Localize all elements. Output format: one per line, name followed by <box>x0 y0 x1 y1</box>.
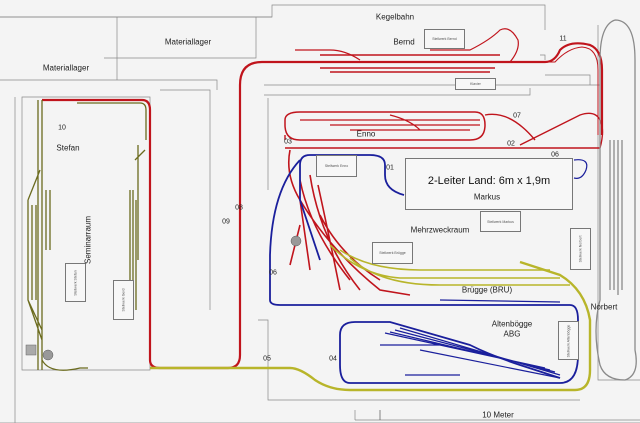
grey-track-network <box>595 19 637 381</box>
turntable-icon <box>290 235 302 247</box>
station-markus: Markus <box>473 192 501 202</box>
stellwerk-gerd-box: Stellwerk Gerd <box>113 280 134 320</box>
box-label: Stellwerk Bernd <box>432 37 457 41</box>
box-label: Stellwerk Markus <box>487 219 514 224</box>
segment-number: 11 <box>559 35 567 43</box>
box-label: Stellwerk Norbert <box>578 235 583 263</box>
station-altenboegge-code: ABG <box>503 329 521 339</box>
segment-number: 06 <box>551 151 559 159</box>
segment-number: 02 <box>507 140 515 148</box>
box-label: Stellwerk Enno <box>324 164 349 168</box>
segment-number: 04 <box>329 355 337 363</box>
room-label-kegelbahn: Kegelbahn <box>375 12 415 22</box>
station-stefan: Stefan <box>56 143 80 153</box>
klavier-box: Klavier <box>455 78 496 90</box>
segment-number: 10 <box>58 124 66 132</box>
box-label: Stellwerk Brügge <box>379 251 406 255</box>
box-label: Stellwerk Stefan <box>73 269 78 296</box>
box-label: Stellwerk Gerd <box>121 288 126 312</box>
segment-number: 09 <box>222 218 230 226</box>
room-label-materiallager: Materiallager <box>164 37 212 47</box>
station-altenboegge: Altenbögge <box>491 319 533 329</box>
turntable-icon <box>42 349 54 361</box>
station-bernd: Bernd <box>393 37 415 47</box>
room-label-seminarraum: Seminarraum <box>83 215 93 265</box>
stellwerk-bruegge-box: Stellwerk Brügge <box>372 242 413 264</box>
room-label-materiallager: Materiallager <box>42 63 90 73</box>
segment-number: 06 <box>269 269 277 277</box>
olive-track-network <box>27 100 147 371</box>
yellow-track-network <box>150 244 592 392</box>
segment-number: 08 <box>235 204 243 212</box>
stellwerk-bernd-box: Stellwerk Bernd <box>424 29 465 49</box>
stellwerk-enno-box: Stellwerk Enno <box>316 155 357 177</box>
box-label: 2-Leiter Land: 6m x 1,9m <box>427 175 551 187</box>
segment-number: 05 <box>263 355 271 363</box>
segment-number: 03 <box>284 138 292 146</box>
two-rail-land-box: 2-Leiter Land: 6m x 1,9m <box>405 158 573 210</box>
engine-shed-icon <box>25 344 37 356</box>
box-label: Klavier <box>470 82 481 86</box>
segment-number: 01 <box>386 164 394 172</box>
stellwerk-norbert-box: Stellwerk Norbert <box>570 228 591 270</box>
station-bruegge: Brügge (BRU) <box>461 285 513 295</box>
box-label: Stellwerk Altenbögge <box>566 324 571 357</box>
station-enno: Enno <box>356 129 376 139</box>
red-track-network <box>42 28 604 370</box>
scale-bar-label: 10 Meter <box>482 410 514 420</box>
stellwerk-markus-box: Stellwerk Markus <box>480 211 521 232</box>
room-label-mehrzweckraum: Mehrzweckraum <box>410 225 470 235</box>
station-norbert: Norbert <box>590 302 618 312</box>
segment-number: 07 <box>513 112 521 120</box>
stellwerk-stefan-box: Stellwerk Stefan <box>65 263 86 302</box>
stellwerk-altenboegge-box: Stellwerk Altenbögge <box>558 321 579 360</box>
